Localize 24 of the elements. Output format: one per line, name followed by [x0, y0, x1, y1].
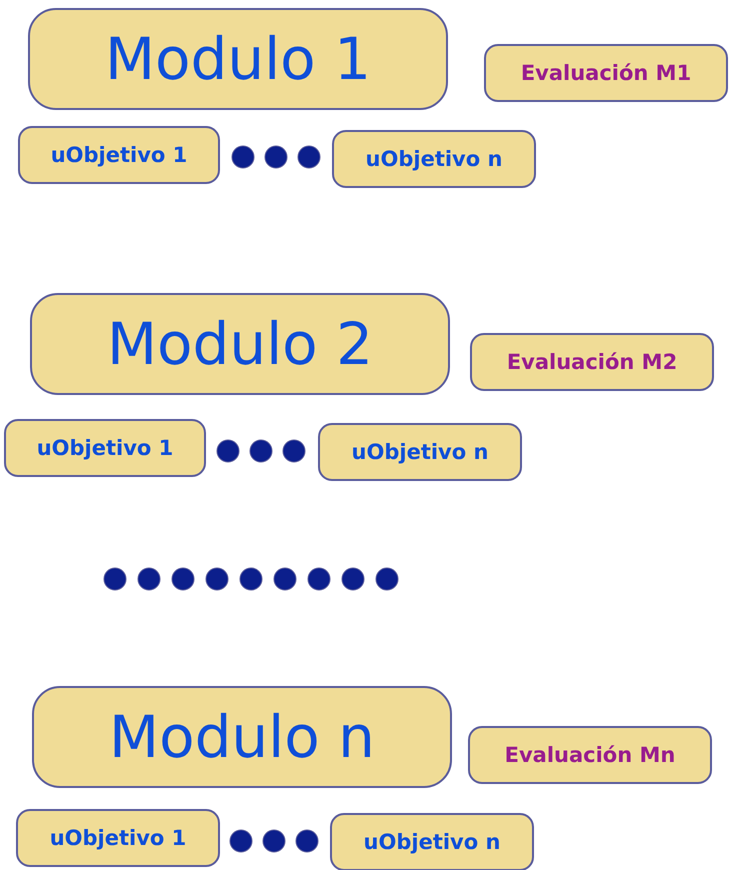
- module-title: Modulo 2: [106, 310, 374, 378]
- objective-label: uObjetivo 1: [36, 436, 174, 460]
- objective-box: [16, 809, 220, 867]
- evaluation-box: [468, 726, 712, 784]
- objective-label: uObjetivo n: [352, 440, 488, 464]
- module-box: [28, 8, 448, 110]
- objective-box: [318, 423, 522, 481]
- module-box: [30, 293, 450, 395]
- objective-label: uObjetivo 1: [50, 143, 188, 167]
- module-box: [32, 686, 452, 788]
- objective-box: [4, 419, 206, 477]
- module-title: Modulo 1: [104, 25, 372, 93]
- objective-label: uObjetivo 1: [50, 826, 186, 850]
- objective-box: [18, 126, 220, 184]
- evaluation-label: Evaluación M2: [506, 350, 678, 374]
- objective-label: uObjetivo n: [364, 830, 500, 854]
- evaluation-box: [470, 333, 714, 391]
- objective-label: uObjetivo n: [366, 147, 502, 171]
- module-title: Modulo n: [109, 703, 375, 771]
- objective-box: [330, 813, 534, 870]
- evaluation-label: Evaluación M1: [520, 61, 692, 85]
- evaluation-label: Evaluación Mn: [504, 743, 676, 767]
- objective-box: [332, 130, 536, 188]
- evaluation-box: [484, 44, 728, 102]
